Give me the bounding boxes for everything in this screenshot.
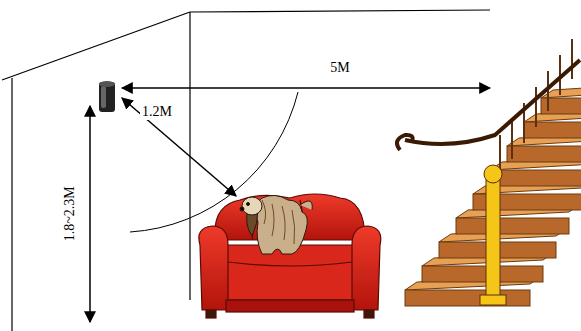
staircase xyxy=(397,39,581,306)
stair-part xyxy=(456,218,569,234)
stair-part xyxy=(571,39,573,79)
dog xyxy=(240,195,312,254)
stair-part xyxy=(397,60,580,150)
stair-part xyxy=(535,87,537,127)
stair-part xyxy=(422,266,543,282)
stair-part xyxy=(490,170,581,186)
stair-part xyxy=(486,180,500,300)
dimension-label: 1.2M xyxy=(140,104,174,119)
dimension-label: 1.8~2.3M xyxy=(62,184,77,243)
dimension-label: 5M xyxy=(328,60,351,75)
stair-part xyxy=(484,165,502,183)
sensor xyxy=(99,81,115,112)
stair-part xyxy=(480,295,506,305)
stair-part xyxy=(511,119,513,159)
stair-part xyxy=(405,290,530,306)
stair-part xyxy=(524,122,581,138)
sofa xyxy=(199,194,381,318)
stair-part xyxy=(507,146,581,162)
